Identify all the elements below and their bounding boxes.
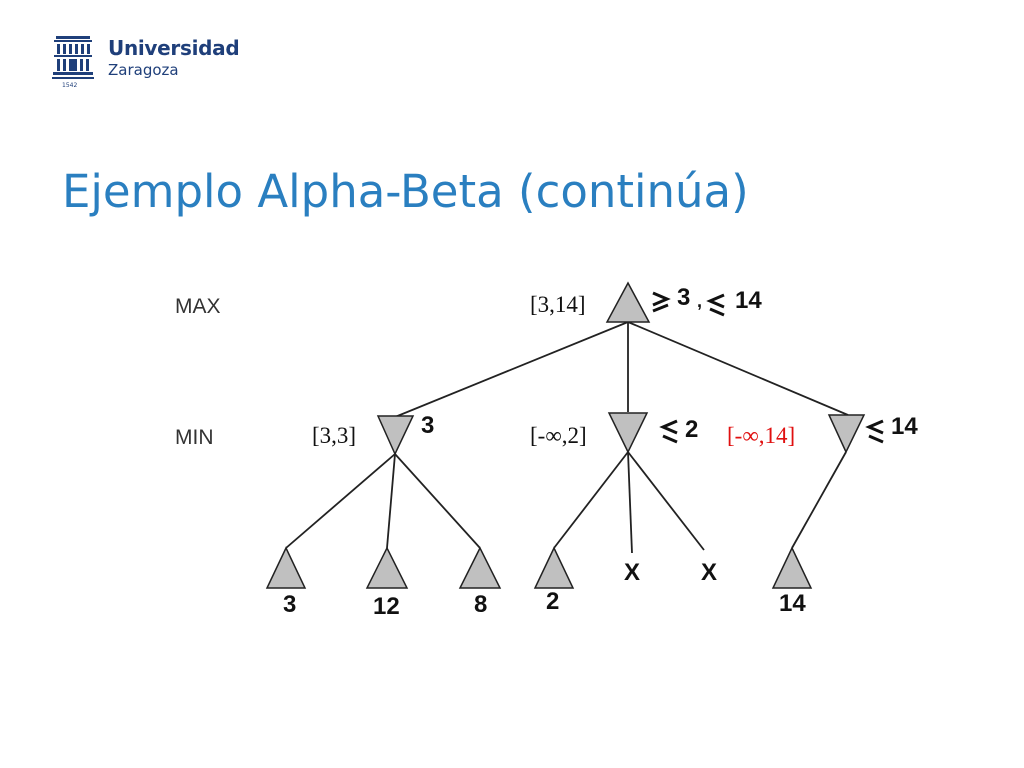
leaf-node-3 — [458, 546, 502, 589]
min-node-3-bound: 14 — [891, 413, 918, 440]
min-node-3-interval: [-∞,14] — [727, 423, 795, 448]
leaf-node-2 — [365, 546, 409, 589]
row-label-max: MAX — [175, 295, 221, 318]
root-separator: , — [697, 291, 702, 311]
leaf-value-2: 12 — [373, 593, 400, 620]
building-icon — [52, 36, 94, 79]
edge-min1-leaf1 — [285, 453, 396, 549]
greater-equal-icon — [652, 291, 671, 313]
logo-line-2: Zaragoza — [108, 61, 179, 79]
leaf-value-3: 8 — [474, 591, 487, 618]
min-node-2-interval: [-∞,2] — [530, 423, 587, 448]
root-lower-bound: 3 — [677, 284, 690, 311]
leaf-value-7: 14 — [779, 590, 806, 617]
edge-min1-leaf3 — [394, 453, 481, 549]
min-node-1-interval: [3,3] — [312, 423, 356, 448]
edge-root-min1 — [394, 321, 629, 418]
logo-year: 1542 — [62, 82, 78, 89]
edge-min1-leaf2 — [386, 453, 396, 549]
min-node-1 — [376, 415, 415, 456]
edge-min2-leaf4 — [553, 451, 629, 549]
leaf-node-4 — [533, 546, 575, 589]
edge-min3-leaf7 — [791, 451, 847, 549]
edge-root-min3 — [627, 321, 849, 416]
university-logo: Universidad Zaragoza 1542 — [52, 34, 252, 94]
less-equal-icon — [865, 419, 884, 444]
leaf-pruned-6: X — [701, 559, 717, 586]
leaf-value-1: 3 — [283, 591, 296, 618]
min-node-1-bound: 3 — [421, 412, 434, 439]
root-interval: [3,14] — [530, 292, 586, 317]
edge-min2-leaf5 — [627, 451, 633, 554]
edge-min2-leaf6 — [627, 451, 705, 551]
leaf-pruned-5: X — [624, 559, 640, 586]
less-equal-icon — [659, 419, 678, 444]
root-upper-bound: 14 — [735, 287, 762, 314]
leaf-value-4: 2 — [546, 588, 559, 615]
min-node-3 — [827, 414, 866, 454]
slide-title: Ejemplo Alpha-Beta (continúa) — [62, 165, 749, 218]
logo-line-1: Universidad — [108, 36, 240, 60]
min-node-2-bound: 2 — [685, 416, 698, 443]
max-node-root — [605, 281, 651, 323]
leaf-node-7 — [771, 546, 813, 589]
min-node-2 — [607, 412, 649, 454]
row-label-min: MIN — [175, 426, 214, 449]
less-equal-icon — [706, 293, 725, 317]
leaf-node-1 — [265, 546, 307, 589]
